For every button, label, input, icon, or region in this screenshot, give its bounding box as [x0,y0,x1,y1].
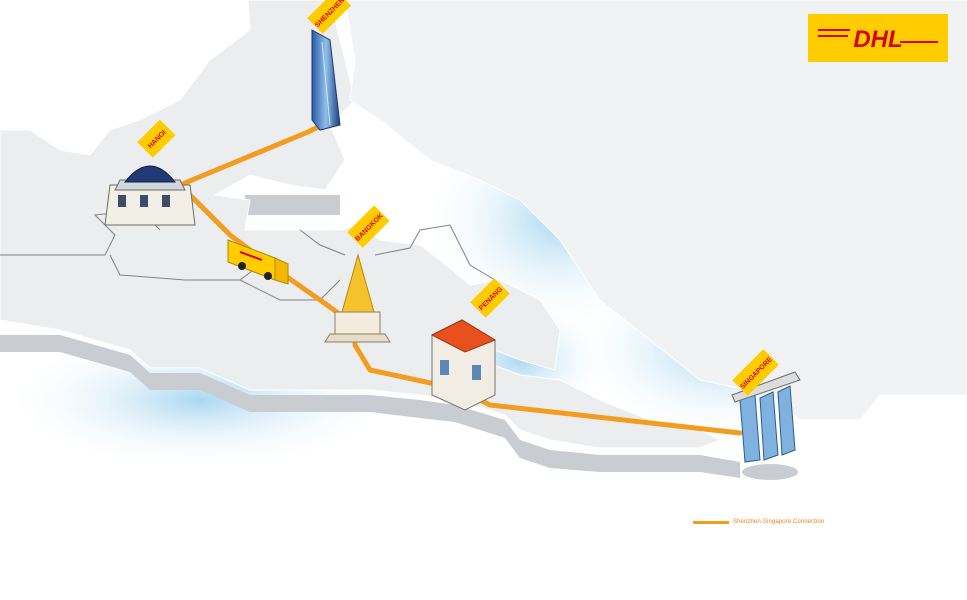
skyscraper-icon [311,29,341,131]
legend-label: Shenzhen-Singapore Connection [733,519,825,525]
city-label-hanoi: HANOI [137,119,176,158]
opera-house-icon [104,165,196,226]
dhl-logo: DHL [808,14,948,62]
shophouse-icon [430,319,497,411]
legend-line-swatch [693,520,729,524]
dhl-logo-text: DHL [853,26,902,53]
dhl-truck-icon [227,239,289,285]
landmass-sides [0,195,740,478]
landmass-top [0,0,722,449]
landmass-right [344,0,967,421]
legend: Shenzhen-Singapore Connection [693,519,824,525]
pagoda-icon [324,253,391,343]
